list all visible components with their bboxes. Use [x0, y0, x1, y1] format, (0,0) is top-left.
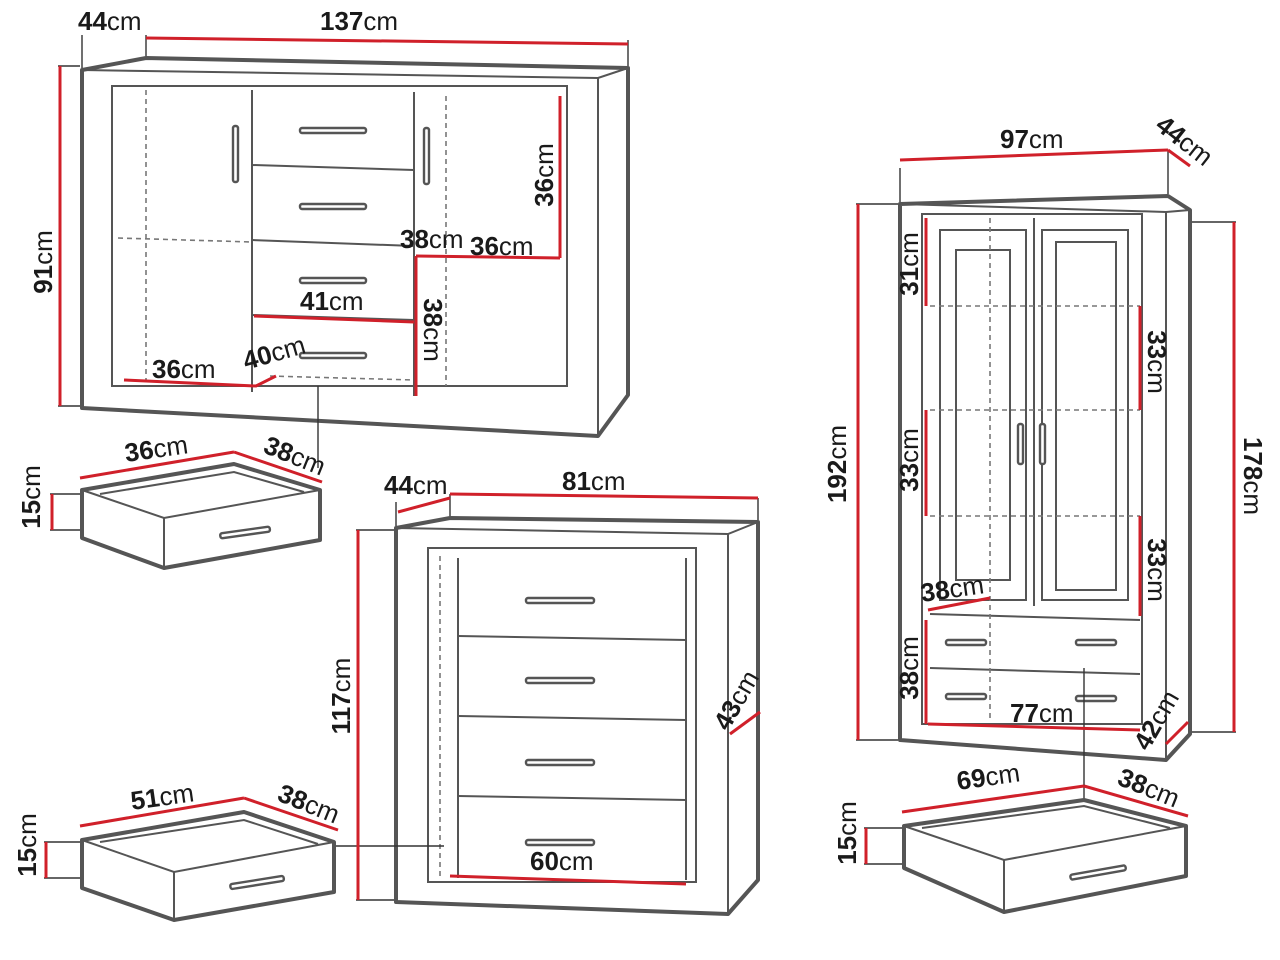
sideboard-drawer-handle: [298, 202, 368, 211]
sideboard-drawer-handle: [298, 276, 368, 285]
sideboard-drawer-width-label: 36cm: [123, 429, 190, 468]
sideboard-door-handle: [422, 126, 431, 186]
vitrine-inner-width-label: 77cm: [1010, 698, 1074, 728]
sideboard-drawer-height-label: 15cm: [16, 465, 46, 529]
chest-of-drawers: [330, 492, 761, 916]
vitrine-right-shelf-1-label: 33cm: [1142, 330, 1172, 394]
sideboard-height-label: 91cm: [28, 230, 58, 294]
sideboard: [58, 35, 630, 468]
sideboard-depth-label: 44cm: [78, 6, 142, 36]
sideboard-drawer-handle: [298, 351, 368, 360]
sideboard-drawer-depth-label: 38cm: [260, 430, 330, 482]
sideboard-shelf-depth-label: 38cm: [400, 224, 464, 254]
vitrine-width-label: 97cm: [1000, 124, 1064, 154]
sideboard-width-label: 137cm: [320, 6, 398, 36]
vitrine-drawer-height-label: 38cm: [894, 636, 924, 700]
sideboard-drawer-height-label: 38cm: [418, 298, 448, 362]
chest-height-label: 117cm: [326, 658, 356, 735]
chest-drawer-height-label: 15cm: [12, 813, 42, 877]
sideboard-body: [80, 56, 630, 438]
vitrine-left-shelf-label: 33cm: [894, 428, 924, 492]
sideboard-drawer: [50, 450, 323, 570]
vitrine-drawer: [864, 784, 1189, 914]
vitrine-inner-height-label: 178cm: [1238, 437, 1268, 515]
sideboard-drawer-width-label: 41cm: [300, 286, 364, 316]
vitrine-right-shelf-2-label: 33cm: [1142, 538, 1172, 602]
vitrine-drawer-width-label: 69cm: [955, 757, 1022, 796]
chest-width-label: 81cm: [562, 466, 626, 496]
sideboard-shelf-width-label: 36cm: [470, 231, 534, 261]
sideboard-shelf-height-label: 36cm: [529, 143, 559, 207]
vitrine-height-label: 192cm: [822, 425, 852, 503]
chest-depth-label: 44cm: [384, 470, 448, 500]
chest-inner-width-label: 60cm: [530, 846, 594, 876]
sideboard-base-depth-label: 36cm: [152, 354, 216, 384]
vitrine-drawer-depth-label: 38cm: [919, 569, 986, 608]
vitrine: [856, 148, 1236, 806]
vitrine-drawer-height-label: 15cm: [832, 801, 862, 865]
sideboard-drawer-handle: [298, 126, 368, 135]
vitrine-top-shelf-label: 31cm: [894, 232, 924, 296]
sideboard-width-line: [145, 36, 629, 46]
chest-drawer-width-label: 51cm: [129, 777, 196, 816]
sideboard-door-handle: [231, 124, 240, 184]
chest-drawer: [44, 796, 339, 922]
